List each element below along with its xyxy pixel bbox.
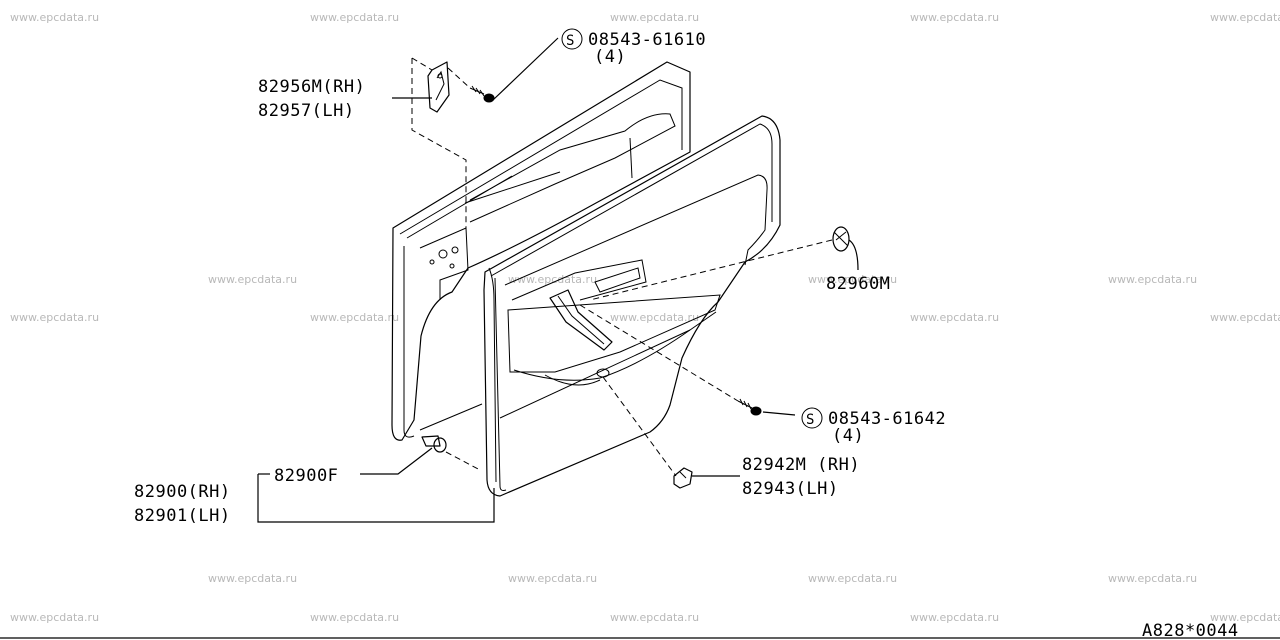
s-symbol: S — [566, 33, 575, 49]
callout-trim-panel: 82900(RH) 82901(LH) — [134, 482, 231, 526]
s-symbol-icon — [801, 407, 823, 429]
leader-lines — [257, 37, 859, 523]
s-symbol-icon — [561, 28, 583, 50]
watermark: www.epcdata.ru — [10, 311, 99, 324]
callout-escutcheon: 82960M — [826, 274, 890, 294]
watermark: www.epcdata.ru — [310, 11, 399, 24]
callout-screw-bottom: S 08543-61642 (4) — [801, 407, 946, 446]
watermark: www.epcdata.ru — [10, 611, 99, 624]
watermark: www.epcdata.ru — [208, 572, 297, 585]
watermark: www.epcdata.ru — [910, 311, 999, 324]
watermark: www.epcdata.ru — [910, 611, 999, 624]
watermark: www.epcdata.ru — [610, 311, 699, 324]
part-number-lh: 82943(LH) — [742, 479, 839, 499]
callout-grip-bracket: 82956M(RH) 82957(LH) — [258, 77, 365, 121]
callout-cap: 82942M (RH) 82943(LH) — [742, 455, 860, 499]
watermark: www.epcdata.ru — [310, 311, 399, 324]
part-number: 08543-61642 — [828, 409, 946, 429]
watermark: www.epcdata.ru — [808, 572, 897, 585]
watermark: www.epcdata.ru — [1108, 273, 1197, 286]
door-inner-frame — [391, 61, 691, 441]
watermark: www.epcdata.ru — [808, 273, 897, 286]
part-number: 08543-61610 — [588, 30, 706, 50]
part-number-rh: 82942M (RH) — [742, 455, 860, 475]
cap-part — [673, 467, 693, 489]
watermark: www.epcdata.ru — [310, 611, 399, 624]
watermark: www.epcdata.ru — [508, 572, 597, 585]
callout-screw-top: S 08543-61610 (4) — [561, 28, 706, 67]
s-symbol: S — [806, 412, 815, 428]
watermark: www.epcdata.ru — [610, 611, 699, 624]
part-number: 82900F — [274, 466, 338, 486]
clip-part — [421, 435, 447, 453]
watermark: www.epcdata.ru — [610, 11, 699, 24]
watermark-layer: www.epcdata.ru www.epcdata.ru www.epcdat… — [10, 11, 1280, 624]
diagram-code: A828*0044 — [1142, 621, 1239, 640]
screw-bottom-part — [737, 398, 762, 416]
callout-clip: 82900F — [274, 466, 338, 486]
part-quantity: (4) — [832, 426, 864, 446]
assembly-guides — [411, 57, 833, 477]
grip-bracket-part — [427, 61, 450, 113]
part-number: 82960M — [826, 274, 890, 294]
watermark: www.epcdata.ru — [1108, 572, 1197, 585]
part-number-lh: 82957(LH) — [258, 101, 355, 121]
watermark: www.epcdata.ru — [1210, 311, 1280, 324]
watermark: www.epcdata.ru — [1210, 611, 1280, 624]
part-number-lh: 82901(LH) — [134, 506, 231, 526]
part-number-rh: 82900(RH) — [134, 482, 231, 502]
door-trim-panel — [483, 115, 781, 497]
screw-top-part — [469, 85, 495, 103]
watermark: www.epcdata.ru — [1210, 11, 1280, 24]
part-quantity: (4) — [594, 47, 626, 67]
watermark: www.epcdata.ru — [508, 273, 597, 286]
watermark: www.epcdata.ru — [910, 11, 999, 24]
part-number-rh: 82956M(RH) — [258, 77, 365, 97]
watermark: www.epcdata.ru — [208, 273, 297, 286]
escutcheon-part — [832, 226, 850, 252]
watermark: www.epcdata.ru — [10, 11, 99, 24]
